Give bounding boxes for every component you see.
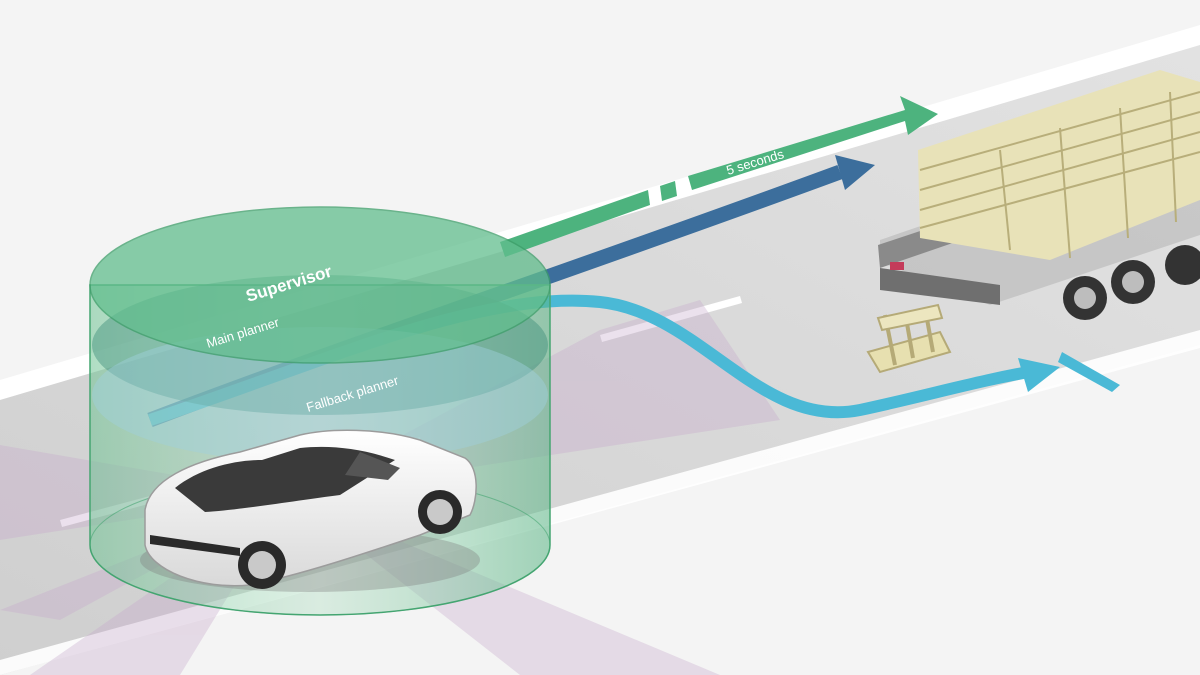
sports-car-icon — [140, 429, 480, 592]
main-planner-arrowhead — [835, 155, 875, 190]
fallback-arrowhead — [1018, 358, 1060, 392]
flatbed-truck-icon — [878, 70, 1200, 320]
fallback-planner-disc — [92, 327, 548, 463]
pallet-icon — [866, 303, 952, 374]
fallback-lane-marker — [1058, 352, 1120, 392]
supervisor-disc — [89, 206, 551, 364]
time-horizon-arrow — [500, 96, 938, 257]
